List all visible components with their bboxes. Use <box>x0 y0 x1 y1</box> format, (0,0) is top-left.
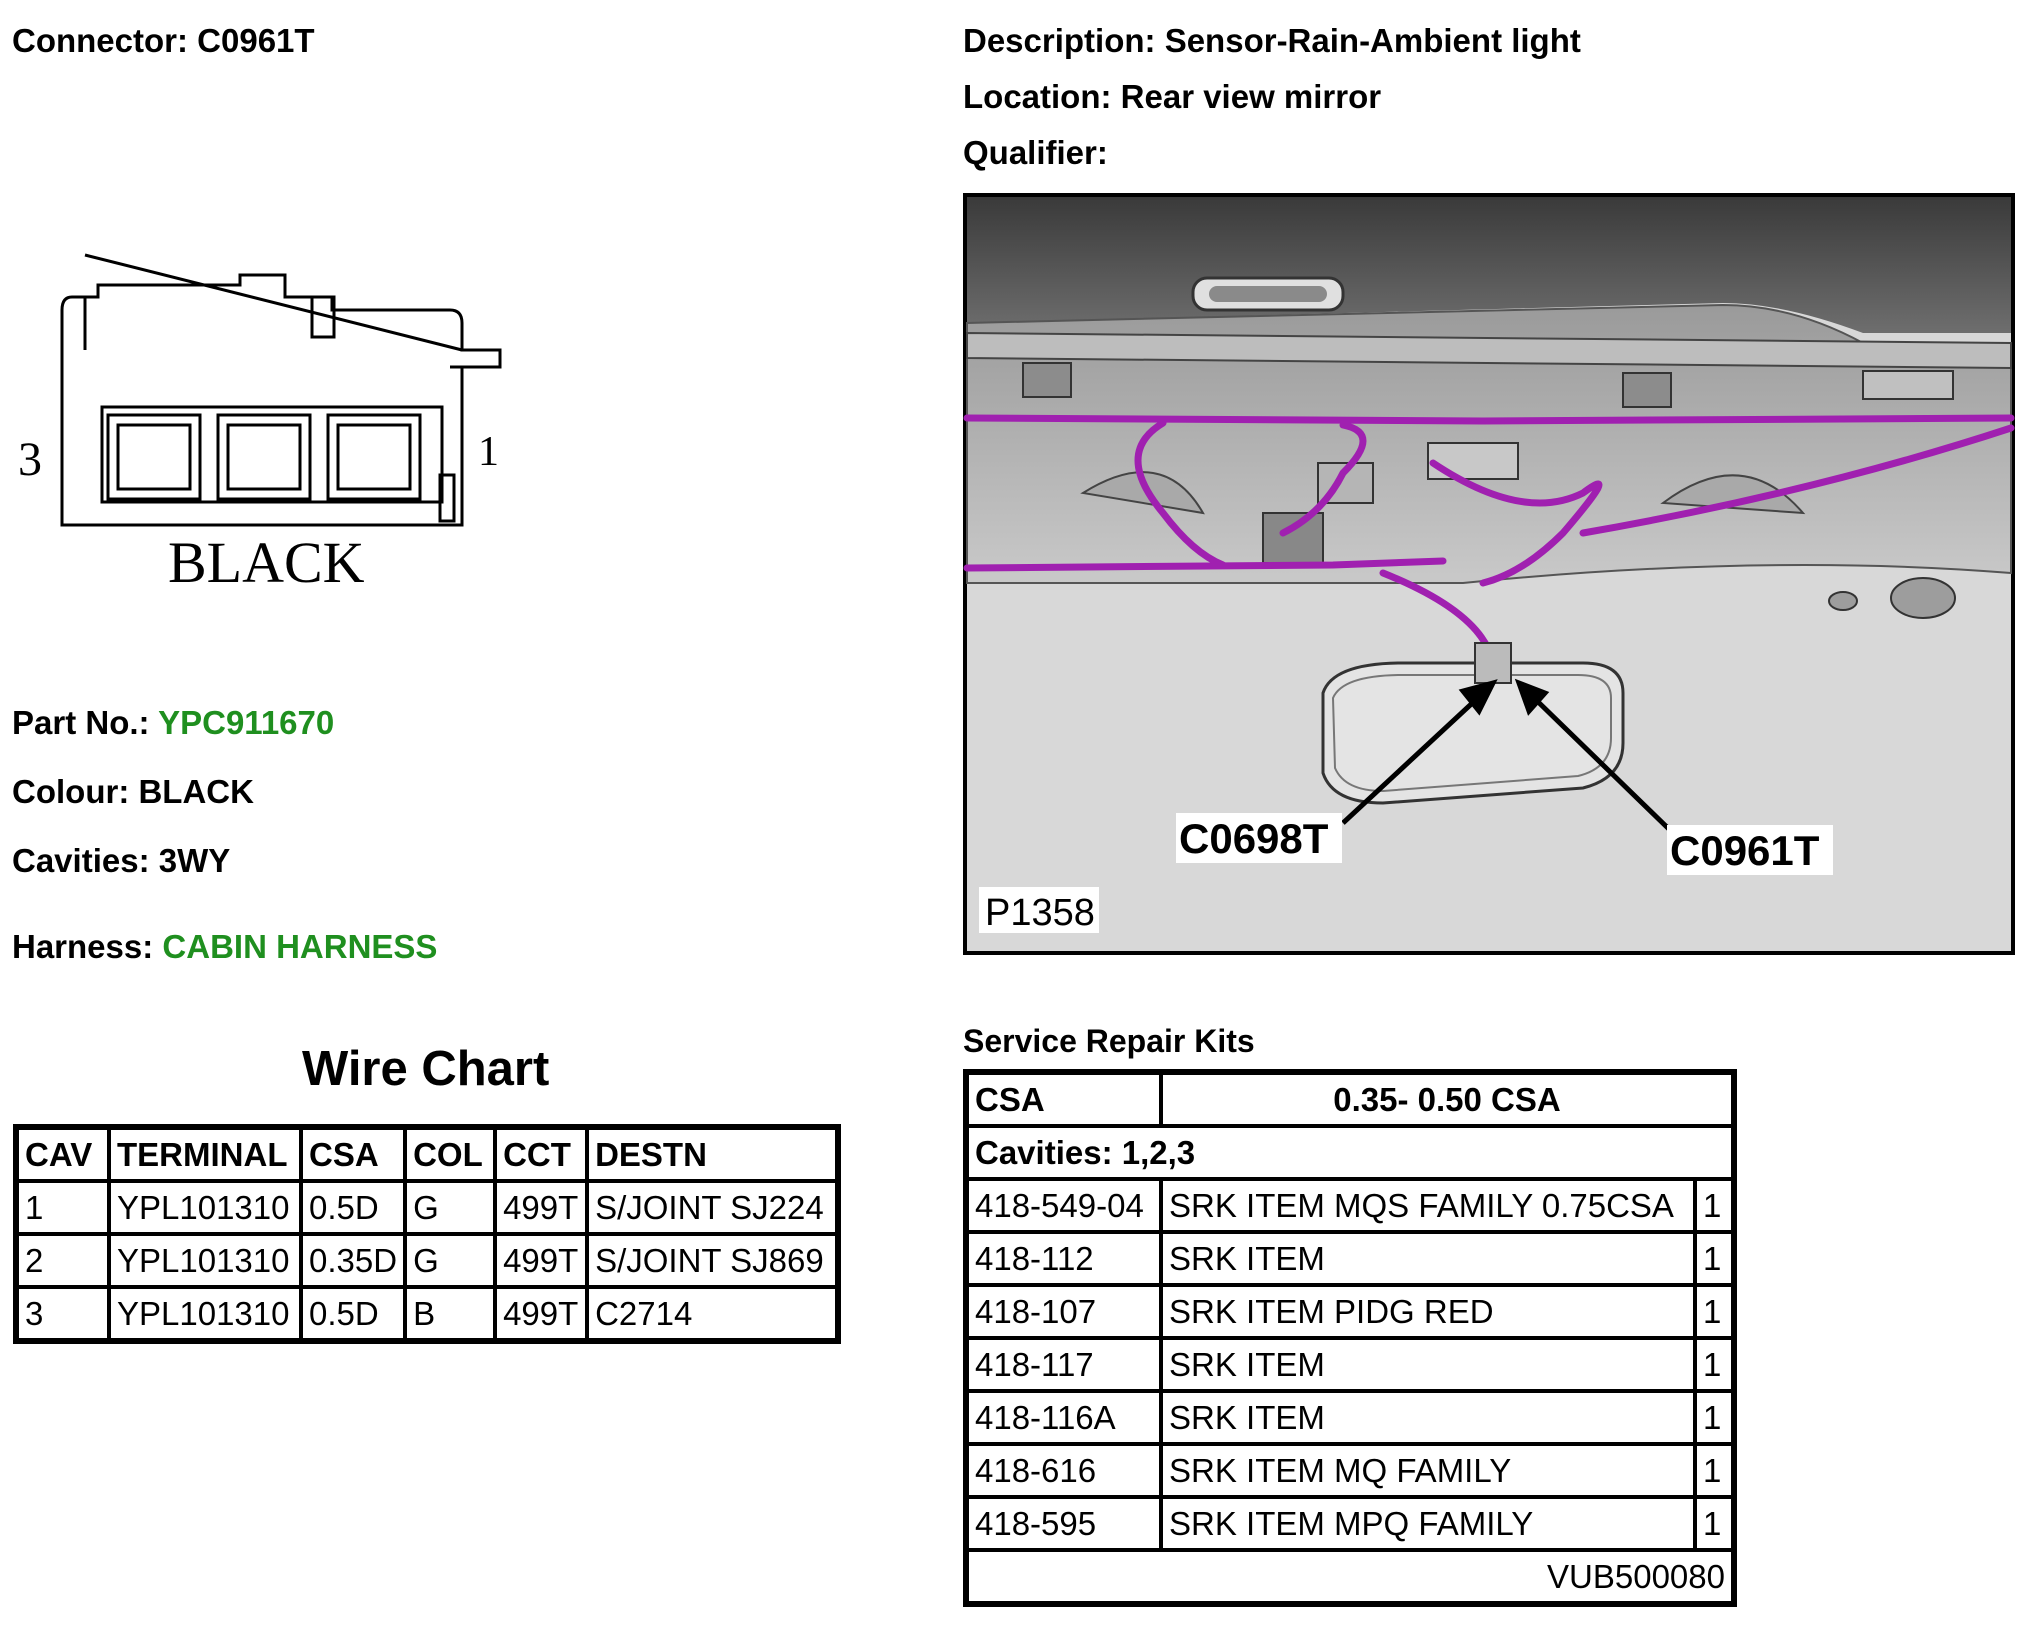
cavities-label: Cavities: 3WY <box>12 842 231 879</box>
table-cell: 1 <box>14 1179 111 1236</box>
callout-c0961t: C0961T <box>1670 827 1820 874</box>
table-row: Cavities: 1,2,3 <box>964 1124 1736 1181</box>
pin-label-right: 1 <box>478 429 499 475</box>
kit-description: SRK ITEM <box>1159 1389 1697 1446</box>
csa-value: 0.35- 0.50 CSA <box>1159 1070 1736 1128</box>
table-header-row: CAV TERMINAL CSA COL CCT DESTN <box>14 1125 841 1183</box>
location-label: Location: Rear view mirror <box>963 78 1382 115</box>
table-cell: 0.5D <box>298 1285 408 1343</box>
table-cell: G <box>403 1232 498 1289</box>
kit-description: SRK ITEM PIDG RED <box>1159 1283 1697 1340</box>
column-header: CAV <box>14 1125 111 1183</box>
table-row: 418-549-04 SRK ITEM MQS FAMILY 0.75CSA 1 <box>964 1177 1736 1234</box>
callout-c0698t: C0698T <box>1179 815 1329 862</box>
table-row: 418-117 SRK ITEM 1 <box>964 1336 1736 1393</box>
table-cell: S/JOINT SJ224 <box>585 1179 841 1236</box>
kit-description: SRK ITEM <box>1159 1230 1697 1287</box>
connector-label: Connector: C0961T <box>12 22 315 59</box>
kit-code: 418-117 <box>964 1336 1163 1393</box>
kit-quantity: 1 <box>1693 1177 1736 1234</box>
kit-quantity: 1 <box>1693 1389 1736 1446</box>
table-cell: 0.35D <box>298 1232 408 1289</box>
connector-colour-text: BLACK <box>168 530 365 595</box>
part-number: Part No.: YPC911670 <box>12 704 334 742</box>
figure-id: P1358 <box>985 892 1095 934</box>
table-row: 418-107 SRK ITEM PIDG RED 1 <box>964 1283 1736 1340</box>
part-number-value: YPC911670 <box>158 704 335 741</box>
kit-footer-code: VUB500080 <box>964 1548 1736 1606</box>
harness: Harness: CABIN HARNESS <box>12 928 437 966</box>
kit-code: 418-595 <box>964 1495 1163 1552</box>
table-cell: C2714 <box>585 1285 841 1343</box>
table-cell: 499T <box>493 1179 590 1236</box>
table-cell: B <box>403 1285 498 1343</box>
column-header: CCT <box>493 1125 590 1183</box>
connector-location-image: C0698T C0961T P1358 <box>963 193 2015 955</box>
column-header: DESTN <box>585 1125 841 1183</box>
pin-label-left: 3 <box>18 433 42 486</box>
kit-quantity: 1 <box>1693 1283 1736 1340</box>
wire-chart-title: Wire Chart <box>302 1042 550 1096</box>
harness-label: Harness: <box>12 928 154 965</box>
table-row: 418-616 SRK ITEM MQ FAMILY 1 <box>964 1442 1736 1499</box>
csa-label: CSA <box>964 1070 1163 1128</box>
table-cell: YPL101310 <box>107 1232 303 1289</box>
table-cell: 2 <box>14 1232 111 1289</box>
table-row: VUB500080 <box>964 1548 1736 1606</box>
kit-description: SRK ITEM MPQ FAMILY <box>1159 1495 1697 1552</box>
description-label: Description: Sensor-Rain-Ambient light <box>963 22 1581 59</box>
kit-code: 418-616 <box>964 1442 1163 1499</box>
table-cell: 499T <box>493 1285 590 1343</box>
table-row: 3 YPL101310 0.5D B 499T C2714 <box>14 1285 841 1343</box>
kit-quantity: 1 <box>1693 1495 1736 1552</box>
connector-face-drawing: 3 1 BLACK <box>10 253 530 615</box>
column-header: COL <box>403 1125 498 1183</box>
column-header: TERMINAL <box>107 1125 303 1183</box>
table-cell: 499T <box>493 1232 590 1289</box>
part-number-label: Part No.: <box>12 704 150 741</box>
kit-code: 418-112 <box>964 1230 1163 1287</box>
service-kits-table: CSA 0.35- 0.50 CSA Cavities: 1,2,3 418-5… <box>963 1069 1737 1607</box>
qualifier-label: Qualifier: <box>963 134 1108 171</box>
table-cell: G <box>403 1179 498 1236</box>
wire-chart-table: CAV TERMINAL CSA COL CCT DESTN 1 YPL1013… <box>13 1124 842 1344</box>
kit-quantity: 1 <box>1693 1336 1736 1393</box>
table-row: 418-112 SRK ITEM 1 <box>964 1230 1736 1287</box>
colour-label: Colour: BLACK <box>12 773 254 810</box>
kit-code: 418-116A <box>964 1389 1163 1446</box>
table-cell: YPL101310 <box>107 1179 303 1236</box>
kit-quantity: 1 <box>1693 1230 1736 1287</box>
table-row: 418-116A SRK ITEM 1 <box>964 1389 1736 1446</box>
table-row: 1 YPL101310 0.5D G 499T S/JOINT SJ224 <box>14 1179 841 1236</box>
table-row: 418-595 SRK ITEM MPQ FAMILY 1 <box>964 1495 1736 1552</box>
kit-code: 418-107 <box>964 1283 1163 1340</box>
table-cell: 0.5D <box>298 1179 408 1236</box>
kit-description: SRK ITEM MQ FAMILY <box>1159 1442 1697 1499</box>
cavities-list: Cavities: 1,2,3 <box>964 1124 1736 1181</box>
table-cell: YPL101310 <box>107 1285 303 1343</box>
column-header: CSA <box>298 1125 408 1183</box>
service-kits-title: Service Repair Kits <box>963 1023 1255 1059</box>
table-cell: 3 <box>14 1285 111 1343</box>
table-cell: S/JOINT SJ869 <box>585 1232 841 1289</box>
table-row: 2 YPL101310 0.35D G 499T S/JOINT SJ869 <box>14 1232 841 1289</box>
table-row: CSA 0.35- 0.50 CSA <box>964 1070 1736 1128</box>
kit-description: SRK ITEM <box>1159 1336 1697 1393</box>
harness-value: CABIN HARNESS <box>162 928 438 965</box>
kit-quantity: 1 <box>1693 1442 1736 1499</box>
kit-description: SRK ITEM MQS FAMILY 0.75CSA <box>1159 1177 1697 1234</box>
kit-code: 418-549-04 <box>964 1177 1163 1234</box>
